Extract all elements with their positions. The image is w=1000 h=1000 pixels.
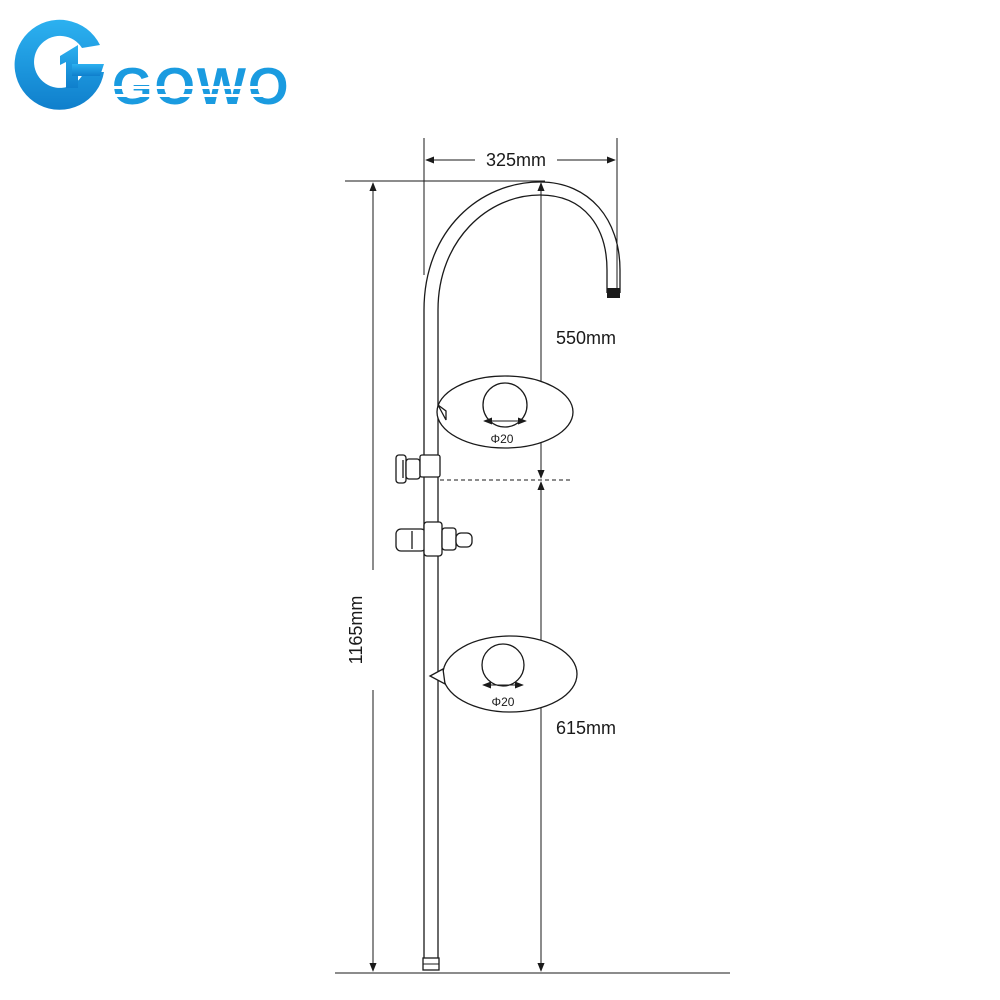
callout-upper: Φ20 bbox=[436, 375, 574, 449]
section-height-dimension: 550mm 615mm bbox=[440, 182, 616, 972]
pipe-bottom-cap bbox=[422, 957, 440, 971]
arm-width-label: 325mm bbox=[486, 150, 546, 170]
shower-pipe bbox=[423, 181, 621, 960]
pipe-end-cap bbox=[607, 288, 620, 298]
arm-width-dimension: 325mm bbox=[423, 138, 618, 293]
handheld-holder-icon bbox=[395, 521, 473, 557]
callout-lower: Φ20 bbox=[428, 635, 578, 713]
total-height-dimension: 1165mm bbox=[346, 182, 386, 972]
brand-logo: GOWO bbox=[14, 19, 288, 116]
logo-mark-icon bbox=[14, 19, 105, 110]
pipe-diameter-label-lower: Φ20 bbox=[492, 695, 515, 709]
pipe-diameter-label-upper: Φ20 bbox=[491, 432, 514, 446]
upper-height-label: 550mm bbox=[556, 328, 616, 348]
lower-height-label: 615mm bbox=[556, 718, 616, 738]
total-height-label: 1165mm bbox=[346, 596, 366, 665]
wall-bracket-icon bbox=[395, 454, 441, 484]
